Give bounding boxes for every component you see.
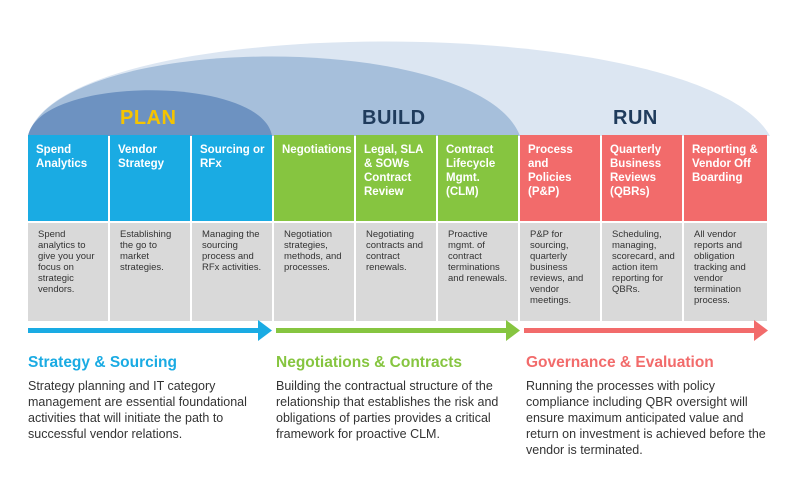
column-reporting-offboarding: Reporting & Vendor Off Boarding All vend… <box>684 135 767 321</box>
column-description: Proactive mgmt. of contract terminations… <box>438 223 518 321</box>
column-title: Legal, SLA & SOWs Contract Review <box>356 135 436 221</box>
section-text-strategy-sourcing: Strategy planning and IT category manage… <box>28 379 247 441</box>
column-vendor-strategy: Vendor Strategy Establishing the go to m… <box>110 135 190 321</box>
section-text-governance-evaluation: Running the processes with policy compli… <box>526 379 766 457</box>
column-title: Quarterly Business Reviews (QBRs) <box>602 135 682 221</box>
column-description: Negotiation strategies, methods, and pro… <box>274 223 354 321</box>
column-title: Spend Analytics <box>28 135 108 221</box>
column-qbrs: Quarterly Business Reviews (QBRs) Schedu… <box>602 135 682 321</box>
plan-arc <box>28 90 272 136</box>
column-title: Reporting & Vendor Off Boarding <box>684 135 767 221</box>
column-description: Negotiating contracts and contract renew… <box>356 223 436 321</box>
column-spend-analytics: Spend Analytics Spend analytics to give … <box>28 135 108 321</box>
column-sourcing-rfx: Sourcing or RFx Managing the sourcing pr… <box>192 135 272 321</box>
arrow-negotiations-contracts <box>276 320 520 341</box>
column-title: Vendor Strategy <box>110 135 190 221</box>
column-description: Scheduling, managing, scorecard, and act… <box>602 223 682 321</box>
column-title: Negotiations <box>274 135 354 221</box>
column-description: Establishing the go to market strategies… <box>110 223 190 321</box>
column-process-policies: Process and Policies (P&P) P&P for sourc… <box>520 135 600 321</box>
section-text-negotiations-contracts: Building the contractual structure of th… <box>276 379 499 441</box>
arrow-governance-evaluation <box>524 320 768 341</box>
phase-label-plan: PLAN <box>120 107 177 129</box>
column-title: Process and Policies (P&P) <box>520 135 600 221</box>
section-title-governance-evaluation: Governance & Evaluation <box>526 354 714 371</box>
section-title-negotiations-contracts: Negotiations & Contracts <box>276 354 463 371</box>
column-clm: Contract Lifecycle Mgmt. (CLM) Proactive… <box>438 135 518 321</box>
phase-label-build: BUILD <box>362 107 426 129</box>
column-description: Managing the sourcing process and RFx ac… <box>192 223 272 321</box>
column-description: Spend analytics to give you your focus o… <box>28 223 108 321</box>
column-negotiations: Negotiations Negotiation strategies, met… <box>274 135 354 321</box>
phase-arcs <box>28 41 770 136</box>
phase-label-run: RUN <box>613 107 658 129</box>
column-description: All vendor reports and obligation tracki… <box>684 223 767 321</box>
column-title: Contract Lifecycle Mgmt. (CLM) <box>438 135 518 221</box>
column-description: P&P for sourcing, quarterly business rev… <box>520 223 600 321</box>
column-title: Sourcing or RFx <box>192 135 272 221</box>
section-title-strategy-sourcing: Strategy & Sourcing <box>28 354 177 371</box>
column-legal-sla-sows: Legal, SLA & SOWs Contract Review Negoti… <box>356 135 436 321</box>
arrow-strategy-sourcing <box>28 320 272 341</box>
